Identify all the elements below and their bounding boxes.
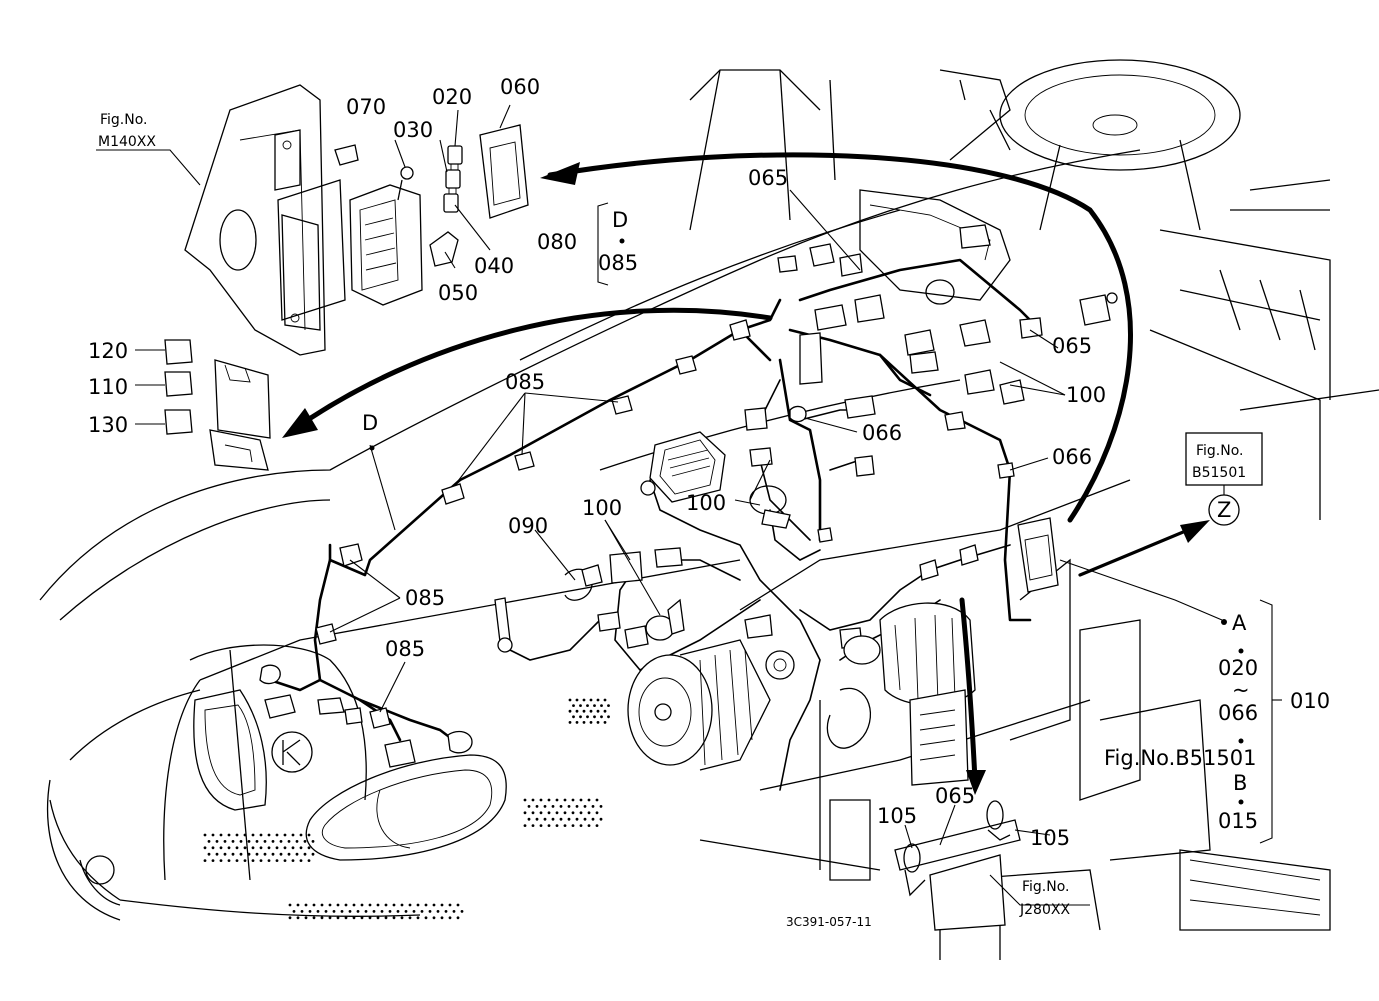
- fig-m140-line2: M140XX: [98, 134, 156, 150]
- part-100-left: 100: [582, 496, 622, 520]
- fig-m140-line1: Fig.No.: [100, 112, 148, 128]
- leader-lines: [96, 104, 1282, 906]
- kubota-badge: [271, 731, 313, 773]
- grille-dots: [203, 698, 610, 920]
- dashboard-connector-cluster: [777, 189, 1118, 405]
- controller-module: [640, 431, 726, 503]
- starter-motor: [826, 602, 976, 786]
- main-harness: [268, 258, 1042, 791]
- fig-j280-line2: J280XX: [1019, 902, 1070, 918]
- cable-clamp-100-center: [749, 485, 791, 529]
- marker-z: Z: [1217, 498, 1231, 522]
- part-040: 040: [474, 254, 514, 278]
- fig-b51501-box-line1: Fig.No.: [1196, 443, 1244, 459]
- marker-d-dot: [369, 445, 375, 451]
- marker-d: D: [362, 411, 378, 435]
- group-d-bottom: 085: [598, 251, 638, 275]
- left-headlight: [193, 689, 267, 811]
- part-066-b: 066: [1052, 445, 1092, 469]
- part-110: 110: [88, 375, 128, 399]
- cable-clamp-090: [564, 564, 603, 601]
- part-066-a: 066: [862, 421, 902, 445]
- group-tilde: ~: [1232, 678, 1250, 702]
- group-a-end: 066: [1218, 701, 1258, 725]
- part-100-right: 100: [1066, 383, 1106, 407]
- group-d-left: 080: [537, 230, 577, 254]
- part-070: 070: [346, 95, 386, 119]
- fig-b51501-box-line2: B51501: [1192, 465, 1246, 481]
- group-a-start: 020: [1218, 656, 1258, 680]
- fig-j280-line1: Fig.No.: [1022, 879, 1070, 895]
- group-a: A: [1232, 611, 1247, 635]
- fuse-box-cover-060: [479, 124, 529, 219]
- marker-a-dot: [1221, 619, 1227, 625]
- part-065-right: 065: [1052, 334, 1092, 358]
- arrow-to-fig-b51501: [1078, 520, 1210, 577]
- group-b-value: 015: [1218, 809, 1258, 833]
- part-130: 130: [88, 413, 128, 437]
- part-060: 060: [500, 75, 540, 99]
- fuse-box-070: [349, 166, 423, 306]
- arrow-to-fig-j280: [959, 597, 986, 795]
- part-020: 020: [432, 85, 472, 109]
- sensor-left: [494, 597, 513, 653]
- tractor-body-outline: [39, 59, 1379, 931]
- labels: Fig.No. M140XX 070 020 060 030 040 050 0…: [88, 75, 1330, 929]
- part-085-low: 085: [385, 637, 425, 661]
- fig-b51501-inline: Fig.No.B51501: [1104, 746, 1256, 770]
- fig-b51501-callout-box: [1185, 432, 1263, 486]
- part-090: 090: [508, 514, 548, 538]
- relay-group: [164, 339, 271, 471]
- group-b: B: [1233, 771, 1247, 795]
- marker-z-circle: [1208, 494, 1240, 526]
- cable-clamp-100-left: [645, 598, 685, 641]
- group-d-bracket: [597, 202, 625, 286]
- drawing-code: 3C391-057-11: [786, 915, 872, 929]
- part-065-bottom: 065: [935, 784, 975, 808]
- relay-block-right: [1017, 517, 1059, 593]
- harness-clips: [259, 319, 1015, 768]
- fuses-020-030-040: [443, 145, 463, 213]
- group-bullets: [1238, 648, 1244, 805]
- part-100-center: 100: [686, 491, 726, 515]
- sensor-mid: [597, 611, 649, 649]
- switch-near-100: [609, 547, 683, 584]
- part-010: 010: [1290, 689, 1330, 713]
- fuse-puller-050: [429, 231, 459, 267]
- part-030: 030: [393, 118, 433, 142]
- alternator: [627, 639, 795, 771]
- part-105-right: 105: [1030, 826, 1070, 850]
- arrow-to-detail-d: [540, 152, 1133, 523]
- part-065-top: 065: [748, 166, 788, 190]
- part-085-top: 085: [505, 370, 545, 394]
- right-headlight: [305, 754, 507, 861]
- part-105-left: 105: [877, 804, 917, 828]
- part-050: 050: [438, 281, 478, 305]
- part-085-mid: 085: [405, 586, 445, 610]
- group-d-top: D: [612, 208, 628, 232]
- arrow-to-relays: [282, 307, 773, 438]
- part-120: 120: [88, 339, 128, 363]
- detail-d-panel: [184, 84, 359, 356]
- bracket-105: [894, 800, 1021, 960]
